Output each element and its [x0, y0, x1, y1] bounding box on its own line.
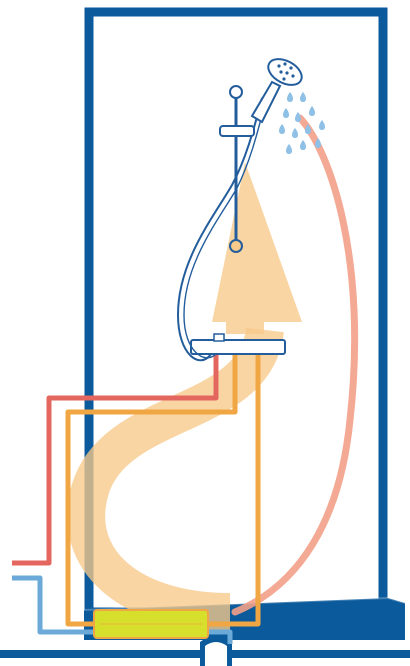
water-drop: [287, 92, 293, 102]
heat-flow-stream: [67, 326, 284, 631]
shower-rail-icon: [219, 85, 255, 253]
cold-water-pipe-right: [208, 629, 233, 644]
nozzle-dot: [277, 64, 281, 68]
water-drop: [309, 106, 315, 116]
water-drop: [292, 128, 298, 138]
nozzle-dot: [282, 77, 286, 81]
pipes: [12, 350, 261, 644]
water-drop: [283, 108, 289, 118]
drain-icon: [200, 636, 232, 666]
water-drop: [295, 112, 301, 122]
nozzle-dot: [291, 74, 295, 78]
nozzle-dot: [283, 62, 287, 66]
cold-water-pipe: [12, 575, 96, 635]
water-drop: [300, 92, 306, 102]
water-drop: [319, 120, 325, 130]
nozzle-dot: [285, 71, 289, 75]
nozzle-dot: [289, 66, 293, 70]
waste-heat-stream: [231, 114, 359, 616]
warm-water-pipe-right: [208, 350, 261, 627]
water-drops-icon: [279, 92, 325, 154]
shower-hose-icon: [176, 97, 263, 362]
water-drop: [286, 144, 292, 154]
shower-hose-inner: [183, 99, 267, 359]
hot-water-pipe: [12, 350, 219, 566]
heat-recovery-unit-icon: [93, 609, 209, 639]
shower-head-icon: [250, 58, 303, 124]
shower-head-nozzles: [277, 62, 295, 81]
heat-flow-arrow: [212, 162, 302, 334]
nozzle-dot: [279, 70, 283, 74]
warm-water-pipe: [65, 350, 238, 627]
water-drop: [315, 138, 321, 148]
water-drop: [300, 140, 306, 150]
water-drop: [279, 124, 285, 134]
water-drop: [305, 124, 311, 134]
